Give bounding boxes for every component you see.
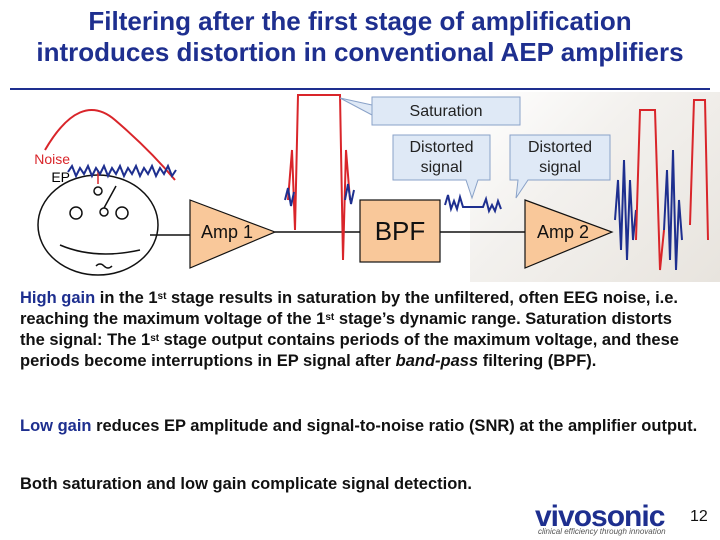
distorted-label-1-line1: Distorted xyxy=(409,139,474,156)
amplifier-diagram xyxy=(37,94,709,276)
high-gain-term: High gain xyxy=(20,289,96,307)
distorted-label-1-line2: signal xyxy=(420,159,463,176)
signal-path xyxy=(150,231,525,236)
paragraph-low-gain: Low gain reduces EP amplitude and signal… xyxy=(20,417,698,435)
logo-tagline: clinical efficiency through innovation xyxy=(538,527,666,536)
noise-ep-label: Noise EP xyxy=(30,150,70,186)
ep-label: EP xyxy=(51,169,70,185)
amp2-label: Amp 2 xyxy=(536,222,590,242)
title-line-1: Filtering after the first stage of ampli… xyxy=(88,6,632,36)
amp2-output-signal xyxy=(614,99,709,271)
distorted-callout-2 xyxy=(509,134,611,199)
noise-wave xyxy=(67,163,177,179)
paragraph-high-gain: High gain in the 1st stage results in sa… xyxy=(20,289,679,370)
title-line-2: introduces distortion in conventional AE… xyxy=(36,37,684,67)
ep-wave xyxy=(44,109,176,181)
vivosonic-logo: vivosonic xyxy=(535,500,665,533)
distorted-callout-1 xyxy=(392,134,491,200)
noise-label: Noise xyxy=(34,151,70,167)
page-number: 12 xyxy=(690,508,708,525)
title-divider xyxy=(10,88,710,90)
bpf-output-signal xyxy=(444,193,502,214)
bpf-label: BPF xyxy=(374,216,426,246)
saturated-noise xyxy=(284,183,355,207)
saturated-signal xyxy=(287,94,351,261)
bpf-block xyxy=(359,199,441,263)
paragraph-conclusion: Both saturation and low gain complicate … xyxy=(20,475,472,493)
saturation-label: Saturation xyxy=(409,103,483,120)
distorted-signal-label-2: Distorted signal xyxy=(510,138,610,178)
amp1-label: Amp 1 xyxy=(200,222,254,242)
distorted-label-2-line1: Distorted xyxy=(527,139,593,156)
amp1-block xyxy=(189,199,277,269)
amp2-block xyxy=(524,199,614,269)
head-illustration xyxy=(37,170,159,276)
slide-title: Filtering after the first stage of ampli… xyxy=(0,6,720,68)
distorted-signal-label-1: Distorted signal xyxy=(393,138,490,178)
distorted-label-2-line2: signal xyxy=(539,159,581,176)
saturation-callout xyxy=(339,96,521,126)
low-gain-term: Low gain xyxy=(20,417,92,435)
